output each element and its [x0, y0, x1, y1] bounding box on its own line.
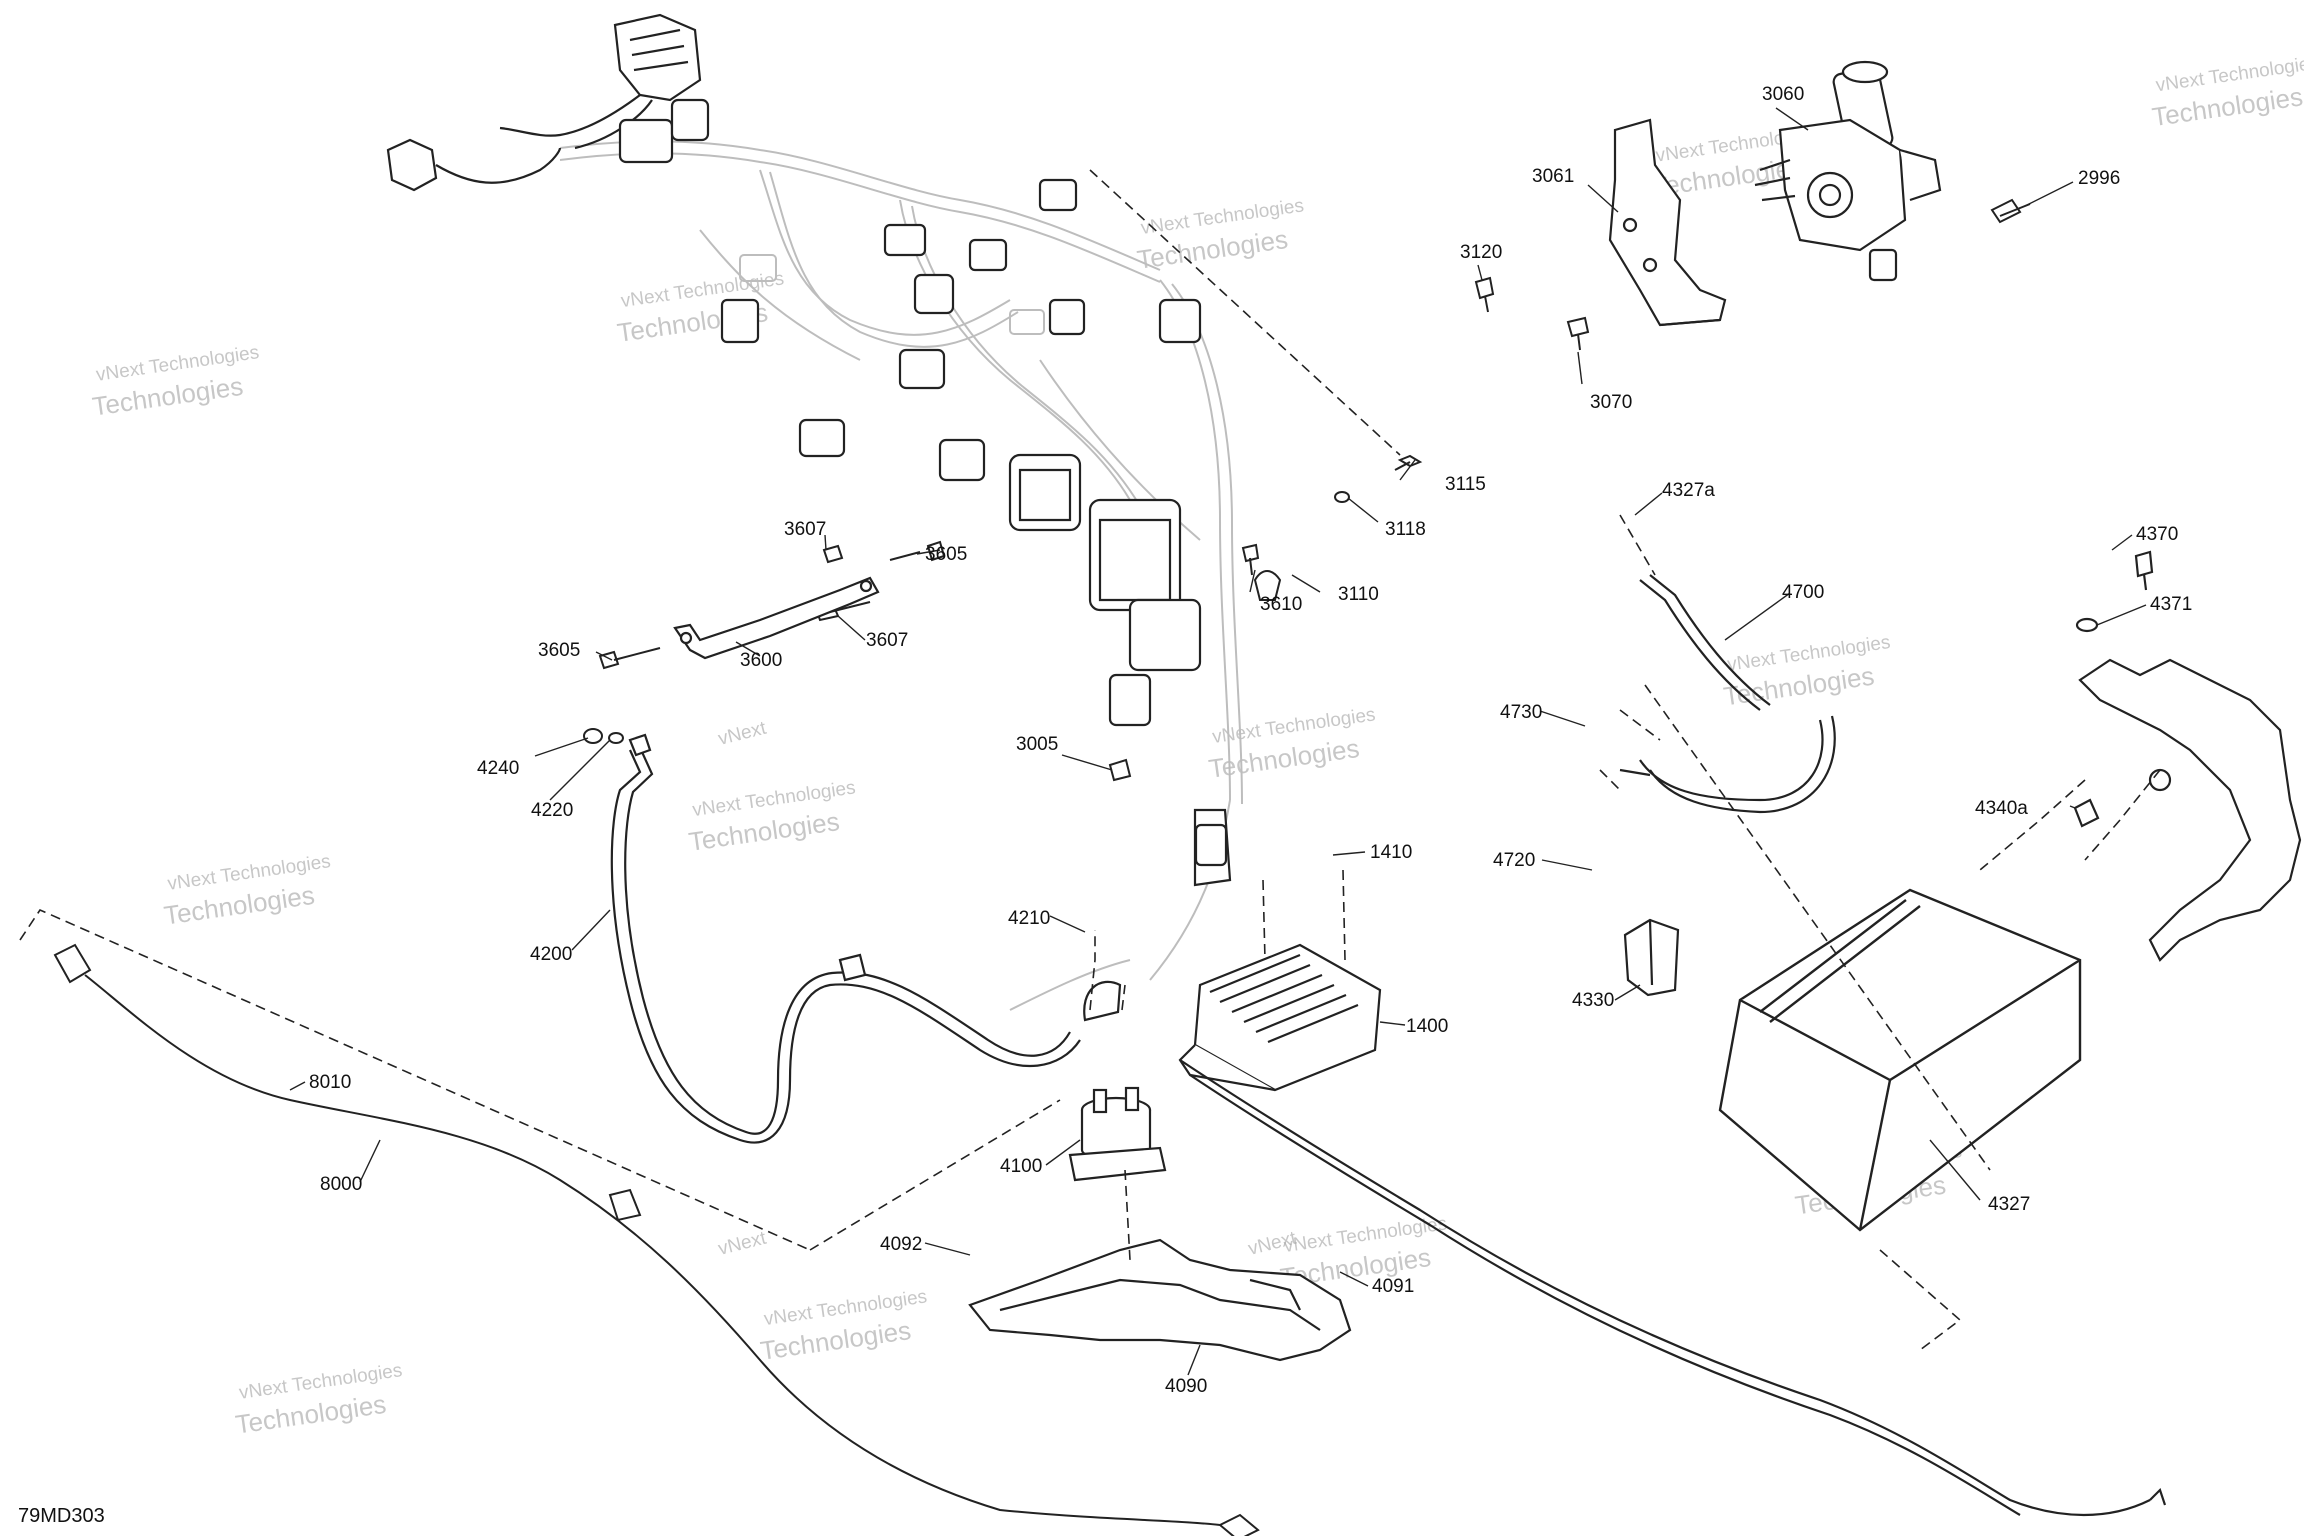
part-labels: 3060 3061 2996 3120 3070 3115 3118 3110 …	[309, 84, 2192, 1397]
label-2996: 2996	[2078, 168, 2120, 189]
label-4210: 4210	[1008, 908, 1050, 929]
label-4327a: 4327a	[1662, 480, 1715, 501]
label-8000: 8000	[320, 1174, 362, 1195]
label-4100: 4100	[1000, 1156, 1042, 1177]
assembly-guides	[19, 169, 2161, 1351]
label-4720: 4720	[1493, 850, 1535, 871]
label-4700: 4700	[1782, 582, 1824, 603]
wire-8000	[53, 943, 1260, 1536]
label-4092: 4092	[880, 1234, 922, 1255]
label-3120: 3120	[1460, 242, 1502, 263]
label-3605-left: 3605	[538, 640, 580, 661]
label-3605-right: 3605	[925, 544, 967, 565]
label-1410: 1410	[1370, 842, 1412, 863]
label-3110: 3110	[1338, 584, 1379, 605]
label-3607-top: 3607	[784, 519, 826, 540]
label-3118: 3118	[1385, 519, 1426, 540]
bracket-right	[2073, 550, 2302, 962]
label-4371: 4371	[2150, 594, 2192, 615]
battery-4327	[1718, 888, 2082, 1232]
label-4327: 4327	[1988, 1194, 2030, 1215]
solenoid-4100	[1068, 980, 1167, 1182]
label-3005: 3005	[1016, 734, 1058, 755]
leader-lines	[289, 107, 2147, 1376]
cover-4090	[968, 1238, 1352, 1362]
watermarks: vNext Technologies Technologies vNext Te…	[90, 53, 2304, 1440]
label-3600: 3600	[740, 650, 782, 671]
label-3115: 3115	[1445, 474, 1486, 495]
bracket-3061	[1608, 118, 1727, 327]
diagram-reference-code: 79MD303	[18, 1505, 105, 1527]
label-3060: 3060	[1762, 84, 1804, 105]
svg-text:vNext: vNext	[716, 1228, 769, 1260]
label-3610: 3610	[1260, 594, 1302, 615]
label-4240: 4240	[477, 758, 519, 779]
label-4091: 4091	[1372, 1276, 1414, 1297]
label-4220: 4220	[531, 800, 573, 821]
label-4200: 4200	[530, 944, 572, 965]
label-3061: 3061	[1532, 166, 1574, 187]
label-4090: 4090	[1165, 1376, 1207, 1397]
label-1400: 1400	[1406, 1016, 1448, 1037]
cap-4330	[1623, 918, 1680, 997]
label-4340a: 4340a	[1975, 798, 2028, 819]
actuator-3060	[1754, 60, 1942, 282]
battery-cables	[1179, 574, 2167, 1517]
bracket-3600	[673, 576, 880, 660]
svg-text:vNext: vNext	[716, 718, 769, 750]
label-3070: 3070	[1590, 392, 1632, 413]
voltage-regulator-1400	[1178, 943, 1382, 1092]
label-4370: 4370	[2136, 524, 2178, 545]
label-4730: 4730	[1500, 702, 1542, 723]
label-3607-bottom: 3607	[866, 630, 908, 651]
cable-4200	[610, 733, 1081, 1144]
harness-connectors	[386, 13, 1232, 887]
label-4330: 4330	[1572, 990, 1614, 1011]
label-8010: 8010	[309, 1072, 351, 1093]
